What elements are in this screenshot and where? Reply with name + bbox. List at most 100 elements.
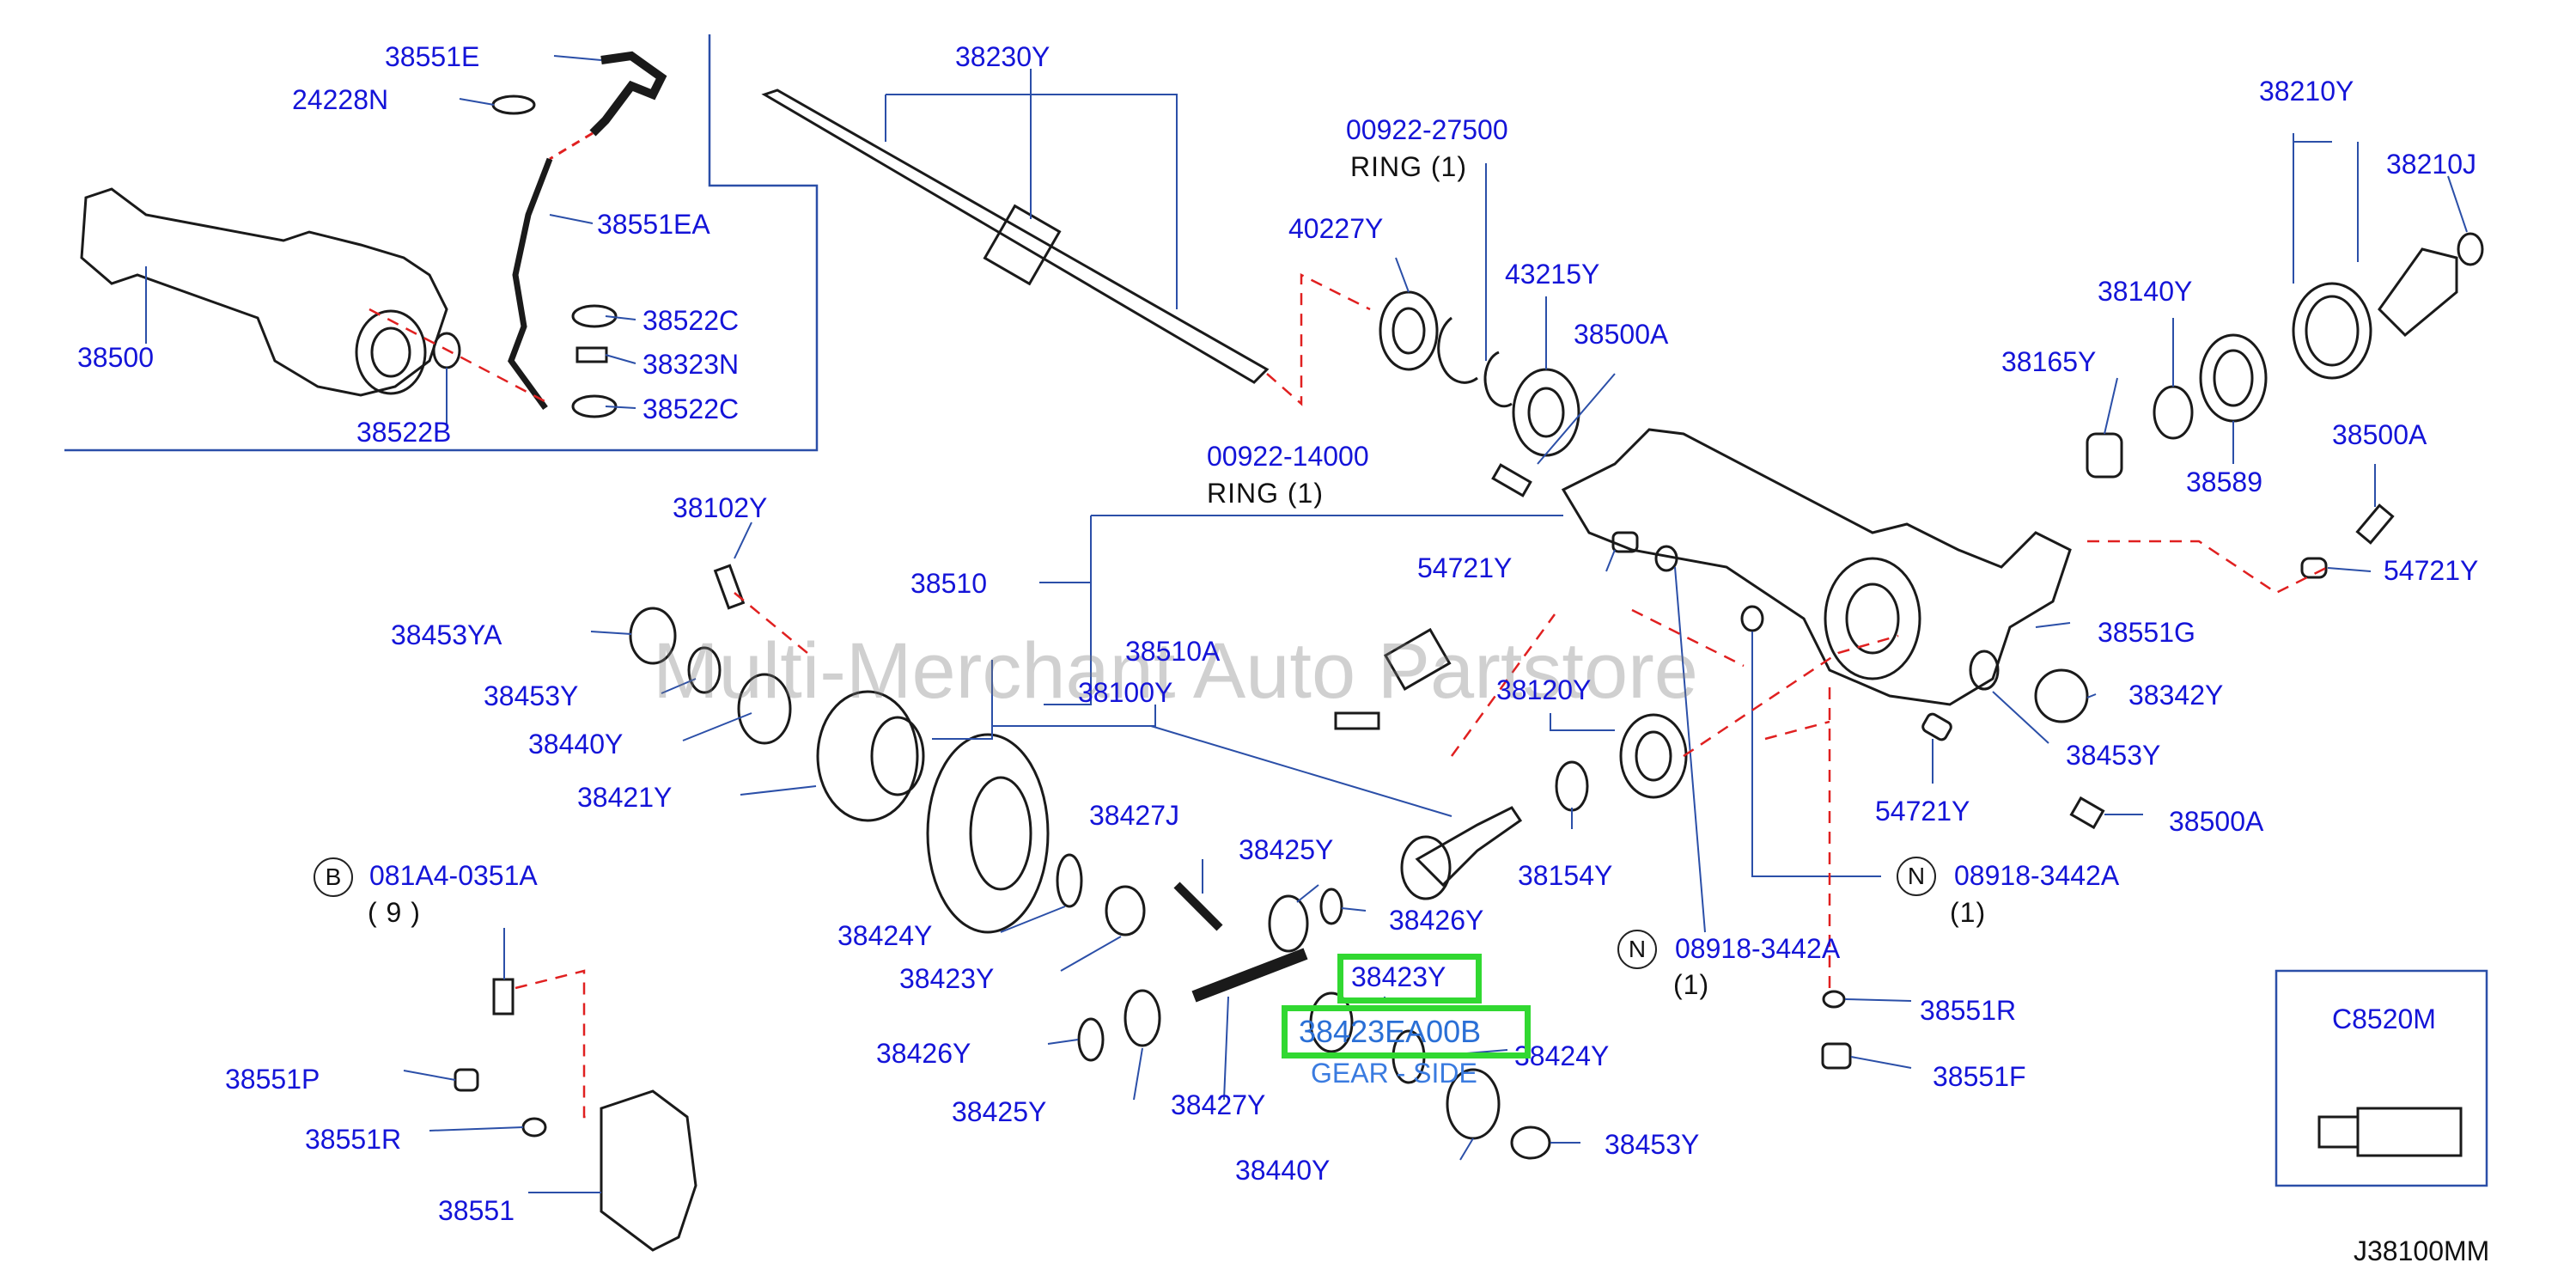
- axle-housing-left-drawing: [80, 187, 448, 397]
- note-ring-14000: RING (1): [1207, 478, 1324, 509]
- thrust-washer-38424Y: [1056, 853, 1083, 908]
- bearing-43215Y: [1512, 368, 1580, 457]
- pin-38427J: [1173, 882, 1223, 931]
- part-label-00922-27500[interactable]: 00922-27500: [1346, 114, 1508, 145]
- shaft-38427Y: [1191, 948, 1308, 1003]
- shim-38453Y-right: [1969, 650, 2000, 691]
- washer-38426Y-right: [1319, 888, 1343, 925]
- part-label-38342Y[interactable]: 38342Y: [2128, 680, 2224, 711]
- housing-flange-right: [1824, 557, 1921, 680]
- part-label-38426Y-right[interactable]: 38426Y: [1389, 905, 1484, 936]
- seal-38453YA: [629, 607, 677, 665]
- pinion-mate-gear: [1268, 894, 1309, 953]
- part-label-38510A[interactable]: 38510A: [1125, 636, 1221, 667]
- housing-flange-left: [355, 309, 427, 395]
- pin-54721Y-right: [2300, 557, 2328, 579]
- part-label-08918-3442A-2[interactable]: 08918-3442A: [1675, 933, 1841, 964]
- note-qty-08918-a: (1): [1950, 897, 1987, 928]
- part-label-38140Y[interactable]: 38140Y: [2098, 276, 2193, 307]
- part-label-40227Y[interactable]: 40227Y: [1288, 213, 1384, 244]
- washer-38551R-right: [1822, 990, 1846, 1009]
- part-label-38102Y[interactable]: 38102Y: [673, 492, 768, 523]
- part-label-38453YA[interactable]: 38453YA: [391, 619, 502, 650]
- part-label-081A4-0351A[interactable]: 081A4-0351A: [369, 860, 538, 891]
- pinion-mate-38423Y-left: [1105, 885, 1146, 936]
- part-label-38421Y[interactable]: 38421Y: [577, 782, 673, 813]
- axle-shaft: [761, 88, 1270, 384]
- bolt-38323N: [575, 346, 608, 363]
- part-label-24228N[interactable]: 24228N: [292, 84, 389, 115]
- part-label-38551E[interactable]: 38551E: [385, 41, 480, 72]
- part-label-38551R-right[interactable]: 38551R: [1920, 995, 2017, 1026]
- part-label-38522B[interactable]: 38522B: [356, 417, 452, 448]
- part-label-38551F[interactable]: 38551F: [1933, 1061, 2026, 1092]
- part-label-38425Y-top[interactable]: 38425Y: [1239, 834, 1334, 865]
- part-label-38510[interactable]: 38510: [910, 568, 987, 599]
- part-label-38551P[interactable]: 38551P: [225, 1064, 320, 1095]
- bolt-38500A-low: [2069, 796, 2105, 830]
- pin-54721Y-low: [1921, 712, 1952, 741]
- part-label-38440Y-low[interactable]: 38440Y: [1235, 1155, 1331, 1186]
- part-label-38230Y[interactable]: 38230Y: [955, 41, 1050, 72]
- part-label-38440Y-left[interactable]: 38440Y: [528, 729, 624, 760]
- part-label-38210Y[interactable]: 38210Y: [2259, 76, 2354, 107]
- part-label-38154Y[interactable]: 38154Y: [1518, 860, 1613, 891]
- washer-38551R-left: [521, 1117, 547, 1138]
- note-qty-081A4: ( 9 ): [368, 897, 421, 928]
- bearing-40227Y: [1379, 290, 1439, 371]
- shim-38453Y-left: [687, 646, 722, 694]
- part-label-38551EA[interactable]: 38551EA: [597, 209, 710, 240]
- part-label-38100Y[interactable]: 38100Y: [1078, 677, 1173, 708]
- b-marker-icon: B: [314, 857, 353, 897]
- part-label-38427Y[interactable]: 38427Y: [1171, 1089, 1266, 1120]
- part-description: GEAR - SIDE: [1311, 1058, 1477, 1089]
- part-label-38500A[interactable]: 38500A: [1574, 319, 1669, 350]
- part-label-00922-14000[interactable]: 00922-14000: [1207, 441, 1369, 472]
- part-label-54721Y-right[interactable]: 54721Y: [2384, 555, 2479, 586]
- drive-pinion: [1415, 806, 1523, 888]
- part-label-38424Y-left[interactable]: 38424Y: [837, 920, 933, 951]
- part-label-38453Y-left[interactable]: 38453Y: [484, 680, 579, 711]
- part-label-38165Y[interactable]: 38165Y: [2001, 346, 2097, 377]
- part-label-38500A-right[interactable]: 38500A: [2332, 419, 2427, 450]
- bolt-081A4: [492, 978, 515, 1016]
- spacer-38140Y: [2153, 385, 2194, 440]
- part-label-38551[interactable]: 38551: [438, 1195, 515, 1226]
- part-label-38551R-left[interactable]: 38551R: [305, 1124, 402, 1155]
- part-label-38323N[interactable]: 38323N: [642, 349, 740, 380]
- part-label-38500[interactable]: 38500: [77, 342, 154, 373]
- part-label-38427J[interactable]: 38427J: [1089, 800, 1179, 831]
- part-label-38120Y[interactable]: 38120Y: [1496, 674, 1592, 705]
- part-label-38453Y-low[interactable]: 38453Y: [1605, 1129, 1700, 1160]
- breather-tube: [508, 157, 553, 411]
- part-number-link[interactable]: 38423EA00B: [1299, 1014, 1482, 1049]
- part-label-54721Y-low[interactable]: 54721Y: [1875, 796, 1970, 827]
- part-label-38551G[interactable]: 38551G: [2098, 617, 2195, 648]
- part-label-C8520M[interactable]: C8520M: [2332, 1004, 2436, 1034]
- part-label-38522C[interactable]: 38522C: [642, 305, 740, 336]
- bolt-38500A-top: [1491, 463, 1532, 497]
- part-label-38423Y-left[interactable]: 38423Y: [899, 963, 995, 994]
- part-label-38425Y-low[interactable]: 38425Y: [952, 1096, 1047, 1127]
- part-label-38210J[interactable]: 38210J: [2386, 149, 2476, 180]
- collar-38165Y: [2086, 432, 2123, 479]
- clamp-top: [491, 95, 536, 115]
- nut-08918-b: [1740, 605, 1764, 632]
- seal-38210Y: [2292, 282, 2372, 380]
- axle-housing-right-drawing: [1561, 428, 2072, 706]
- part-label-38500A-low[interactable]: 38500A: [2169, 806, 2264, 837]
- n-marker-icon: N: [1897, 857, 1936, 896]
- part-label-38589[interactable]: 38589: [2186, 467, 2262, 497]
- part-label-38426Y-left[interactable]: 38426Y: [876, 1038, 971, 1069]
- companion-flange: [2378, 247, 2458, 338]
- washer-38426Y-left: [1077, 1017, 1105, 1062]
- bearing-38120Y: [1619, 713, 1688, 799]
- part-label-43215Y[interactable]: 43215Y: [1505, 259, 1600, 290]
- diagram-code: J38100MM: [2354, 1235, 2490, 1266]
- n-marker-icon-2: N: [1617, 930, 1657, 969]
- part-label-38453Y-right[interactable]: 38453Y: [2066, 740, 2161, 771]
- part-label-38522C-2[interactable]: 38522C: [642, 393, 740, 424]
- part-label-08918-3442A[interactable]: 08918-3442A: [1954, 860, 2120, 891]
- part-label-54721Y-mid[interactable]: 54721Y: [1417, 552, 1513, 583]
- highlighted-part-label[interactable]: 38423Y: [1351, 961, 1446, 992]
